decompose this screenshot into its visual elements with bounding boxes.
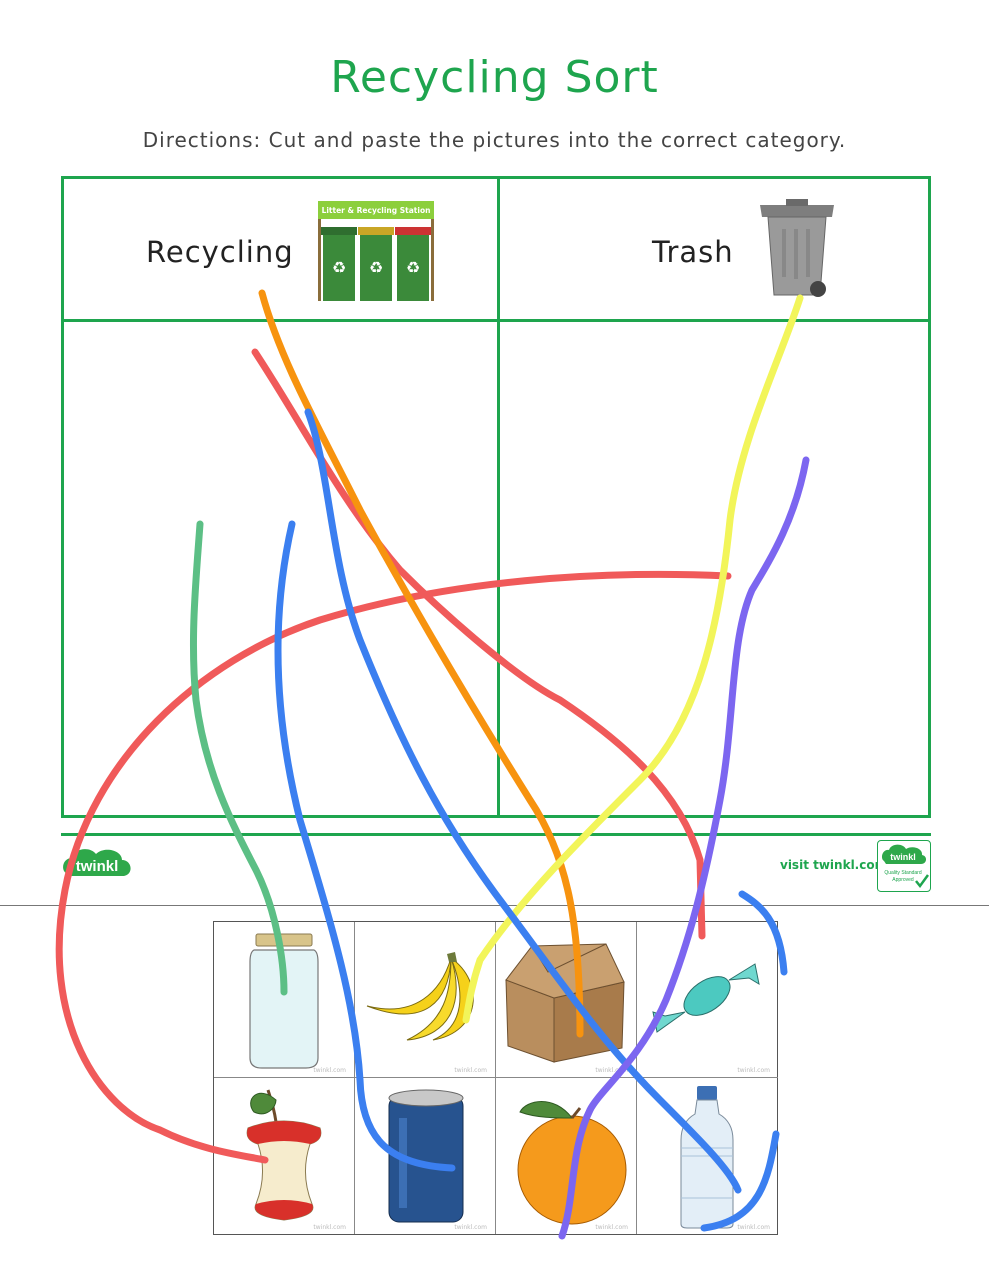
card-watermark: twinkl.com	[454, 1224, 487, 1231]
station-sign-text: Litter & Recycling Station	[322, 206, 431, 215]
card-watermark: twinkl.com	[313, 1067, 346, 1074]
card-glass-jar[interactable]: twinkl.com	[214, 922, 355, 1078]
cardboard-box-icon	[505, 943, 625, 1063]
svg-text:Approved: Approved	[892, 877, 914, 883]
candy-wrapper-icon	[652, 963, 760, 1033]
plastic-bottle-icon	[680, 1086, 734, 1229]
card-apple-core[interactable]: twinkl.com	[214, 1078, 355, 1234]
svg-text:♻: ♻	[406, 258, 420, 277]
recycling-bins-icon: Litter & Recycling Station ♻ ♻ ♻	[318, 201, 434, 301]
trash-heading: Trash	[652, 235, 734, 269]
card-watermark: twinkl.com	[313, 1224, 346, 1231]
page-title: Recycling Sort	[330, 52, 659, 103]
quality-badge: twinkl Quality Standard Approved	[877, 840, 931, 892]
svg-text:♻: ♻	[369, 258, 383, 277]
card-bananas[interactable]: twinkl.com	[355, 922, 496, 1078]
card-orange[interactable]: twinkl.com	[496, 1078, 637, 1234]
wheelie-bin-icon	[760, 199, 834, 297]
card-watermark: twinkl.com	[737, 1224, 770, 1231]
glass-jar-icon	[249, 933, 319, 1069]
cut-out-cards: twinkl.com twinkl.com twinkl.com twinkl.…	[213, 921, 778, 1235]
twinkl-logo: twinkl	[63, 849, 131, 876]
bananas-icon	[366, 952, 474, 1041]
card-plastic-bottle[interactable]: twinkl.com	[637, 1078, 778, 1234]
visit-link[interactable]: visit twinkl.com	[780, 858, 888, 872]
table-divider-vertical	[497, 179, 500, 815]
footer-rule	[61, 833, 931, 836]
card-watermark: twinkl.com	[595, 1224, 628, 1231]
card-candy-wrapper[interactable]: twinkl.com	[637, 922, 778, 1078]
card-watermark: twinkl.com	[454, 1067, 487, 1074]
cut-line	[0, 905, 989, 906]
svg-text:twinkl: twinkl	[890, 852, 916, 862]
svg-text:♻: ♻	[332, 258, 346, 277]
twinkl-logo-text: twinkl	[76, 858, 119, 875]
card-soda-can[interactable]: twinkl.com	[355, 1078, 496, 1234]
apple-core-icon	[246, 1089, 322, 1221]
soda-can-icon	[388, 1089, 464, 1223]
orange-icon	[517, 1101, 627, 1225]
directions-text: Directions: Cut and paste the pictures i…	[142, 128, 847, 152]
recycling-heading: Recycling	[146, 235, 294, 269]
svg-text:Quality Standard: Quality Standard	[884, 870, 921, 876]
card-watermark: twinkl.com	[737, 1067, 770, 1074]
sort-table: Recycling Litter & Recycling Station ♻ ♻…	[61, 176, 931, 818]
table-divider-horizontal	[64, 319, 928, 322]
card-watermark: twinkl.com	[595, 1067, 628, 1074]
card-cardboard-box[interactable]: twinkl.com	[496, 922, 637, 1078]
